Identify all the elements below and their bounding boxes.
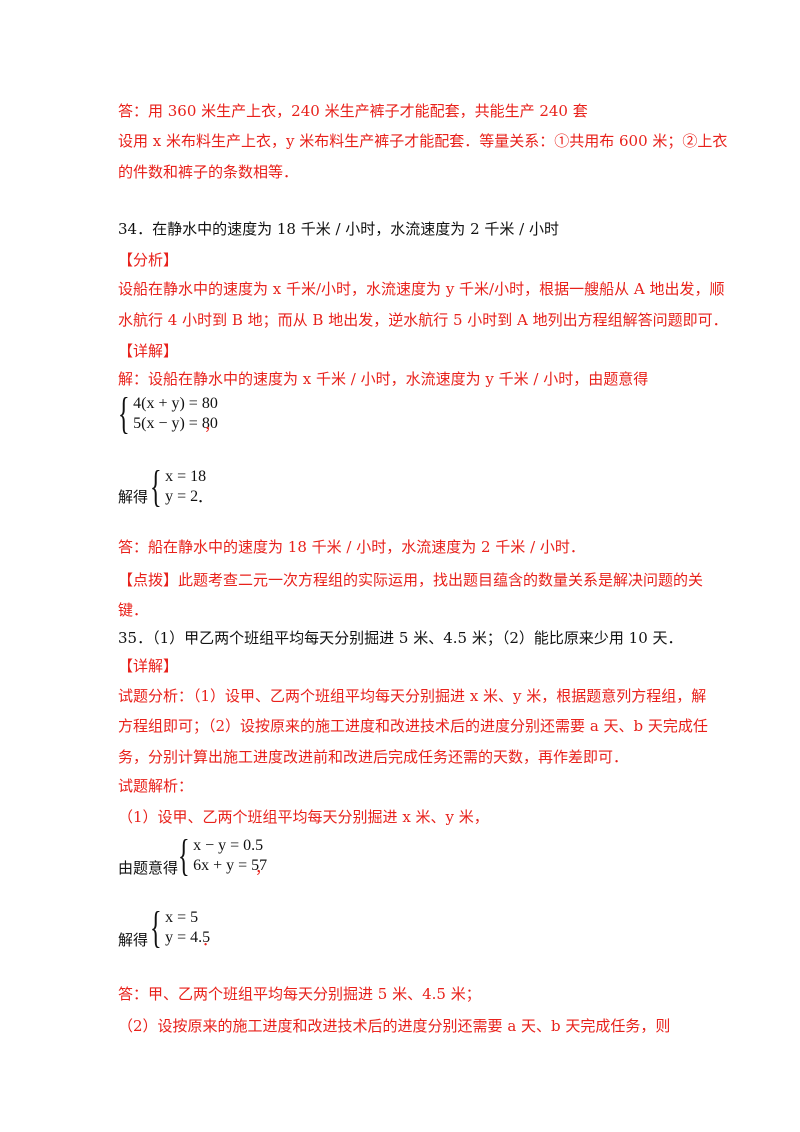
solution-heading-35: 试题解析： — [118, 777, 194, 795]
answer-33-line: 答：用 360 米生产上衣，240 米生产裤子才能配套，共能生产 240 套 — [118, 102, 588, 120]
equation-row: y = 4.5 — [165, 929, 211, 946]
equation-system-35: { x − y = 0.5 6x + y = 57 — [178, 834, 267, 878]
equation-punctuation: ， — [204, 416, 220, 434]
answer-33-setup-line-2: 的件数和裤子的条数相等． — [118, 163, 299, 181]
equation-row: x = 18 — [165, 468, 207, 485]
solution-35-part2-line: （2）设按原来的施工进度和改进技术后的进度分别还需要 a 天、b 天完成任务，则 — [118, 1017, 671, 1035]
brace-symbol: { — [178, 831, 190, 880]
analysis-heading: 【分析】 — [118, 251, 179, 269]
brace-symbol: { — [118, 389, 130, 438]
equation-punctuation: ． — [197, 488, 213, 506]
solve-label: 解得 — [118, 488, 149, 506]
answer-35-part1-line: 答：甲、乙两个班组平均每天分别掘进 5 米、4.5 米； — [118, 985, 481, 1003]
answer-34-line: 答：船在静水中的速度为 18 千米 / 小时，水流速度为 2 千米 / 小时． — [118, 538, 585, 556]
solution-system-34: { x = 18 y = 2 — [150, 465, 206, 509]
brace-symbol: { — [150, 903, 162, 952]
by-problem-label: 由题意得 — [118, 859, 179, 877]
solution-system-35: { x = 5 y = 4.5 — [150, 906, 210, 950]
detail-heading: 【详解】 — [118, 342, 179, 360]
analysis-35-line-1: 试题分析：（1）设甲、乙两个班组平均每天分别掘进 x 米、y 米，根据题意列方程… — [118, 687, 707, 705]
equation-row: 5(x − y) = 80 — [133, 415, 218, 432]
question-35-answer-line: 35．（1）甲乙两个班组平均每天分别掘进 5 米、4.5 米；（2）能比原来少用… — [118, 629, 683, 647]
equation-row: y = 2 — [165, 488, 199, 505]
equation-punctuation: ． — [202, 931, 218, 949]
analysis-line-2: 水航行 4 小时到 B 地；而从 B 地出发，逆水航行 5 小时到 A 地列出方… — [118, 311, 728, 329]
equation-row: x − y = 0.5 — [193, 837, 264, 854]
solution-intro-line: 解：设船在静水中的速度为 x 千米 / 小时，水流速度为 y 千米 / 小时，由… — [118, 370, 649, 388]
brace-symbol: { — [150, 462, 162, 511]
tip-line-2: 键． — [118, 601, 149, 619]
question-34-answer-line: 34．在静水中的速度为 18 千米 / 小时，水流速度为 2 千米 / 小时 — [118, 220, 559, 238]
solution-35-setup-line: （1）设甲、乙两个班组平均每天分别掘进 x 米、y 米， — [118, 808, 489, 826]
equation-system-34: { 4(x + y) = 80 5(x − y) = 80 — [118, 392, 218, 436]
equation-row: 4(x + y) = 80 — [133, 395, 218, 412]
answer-33-setup-line: 设用 x 米布料生产上衣，y 米布料生产裤子才能配套．等量关系：①共用布 600… — [118, 132, 728, 150]
equation-row: 6x + y = 57 — [193, 857, 268, 874]
tip-line-1: 【点拨】此题考查二元一次方程组的实际运用，找出题目蕴含的数量关系是解决问题的关 — [118, 571, 704, 589]
detail-heading-35: 【详解】 — [118, 657, 179, 675]
equation-punctuation: ， — [255, 859, 271, 877]
analysis-35-line-2: 方程组即可；（2）设按原来的施工进度和改进技术后的进度分别还需要 a 天、b 天… — [118, 717, 708, 735]
analysis-line-1: 设船在静水中的速度为 x 千米/小时，水流速度为 y 千米/小时，根据一艘船从 … — [118, 280, 725, 298]
equation-row: x = 5 — [165, 909, 199, 926]
solve-label-35: 解得 — [118, 931, 149, 949]
analysis-35-line-3: 务，分别计算出施工进度改进前和改进后完成任务还需的天数，再作差即可． — [118, 748, 629, 766]
